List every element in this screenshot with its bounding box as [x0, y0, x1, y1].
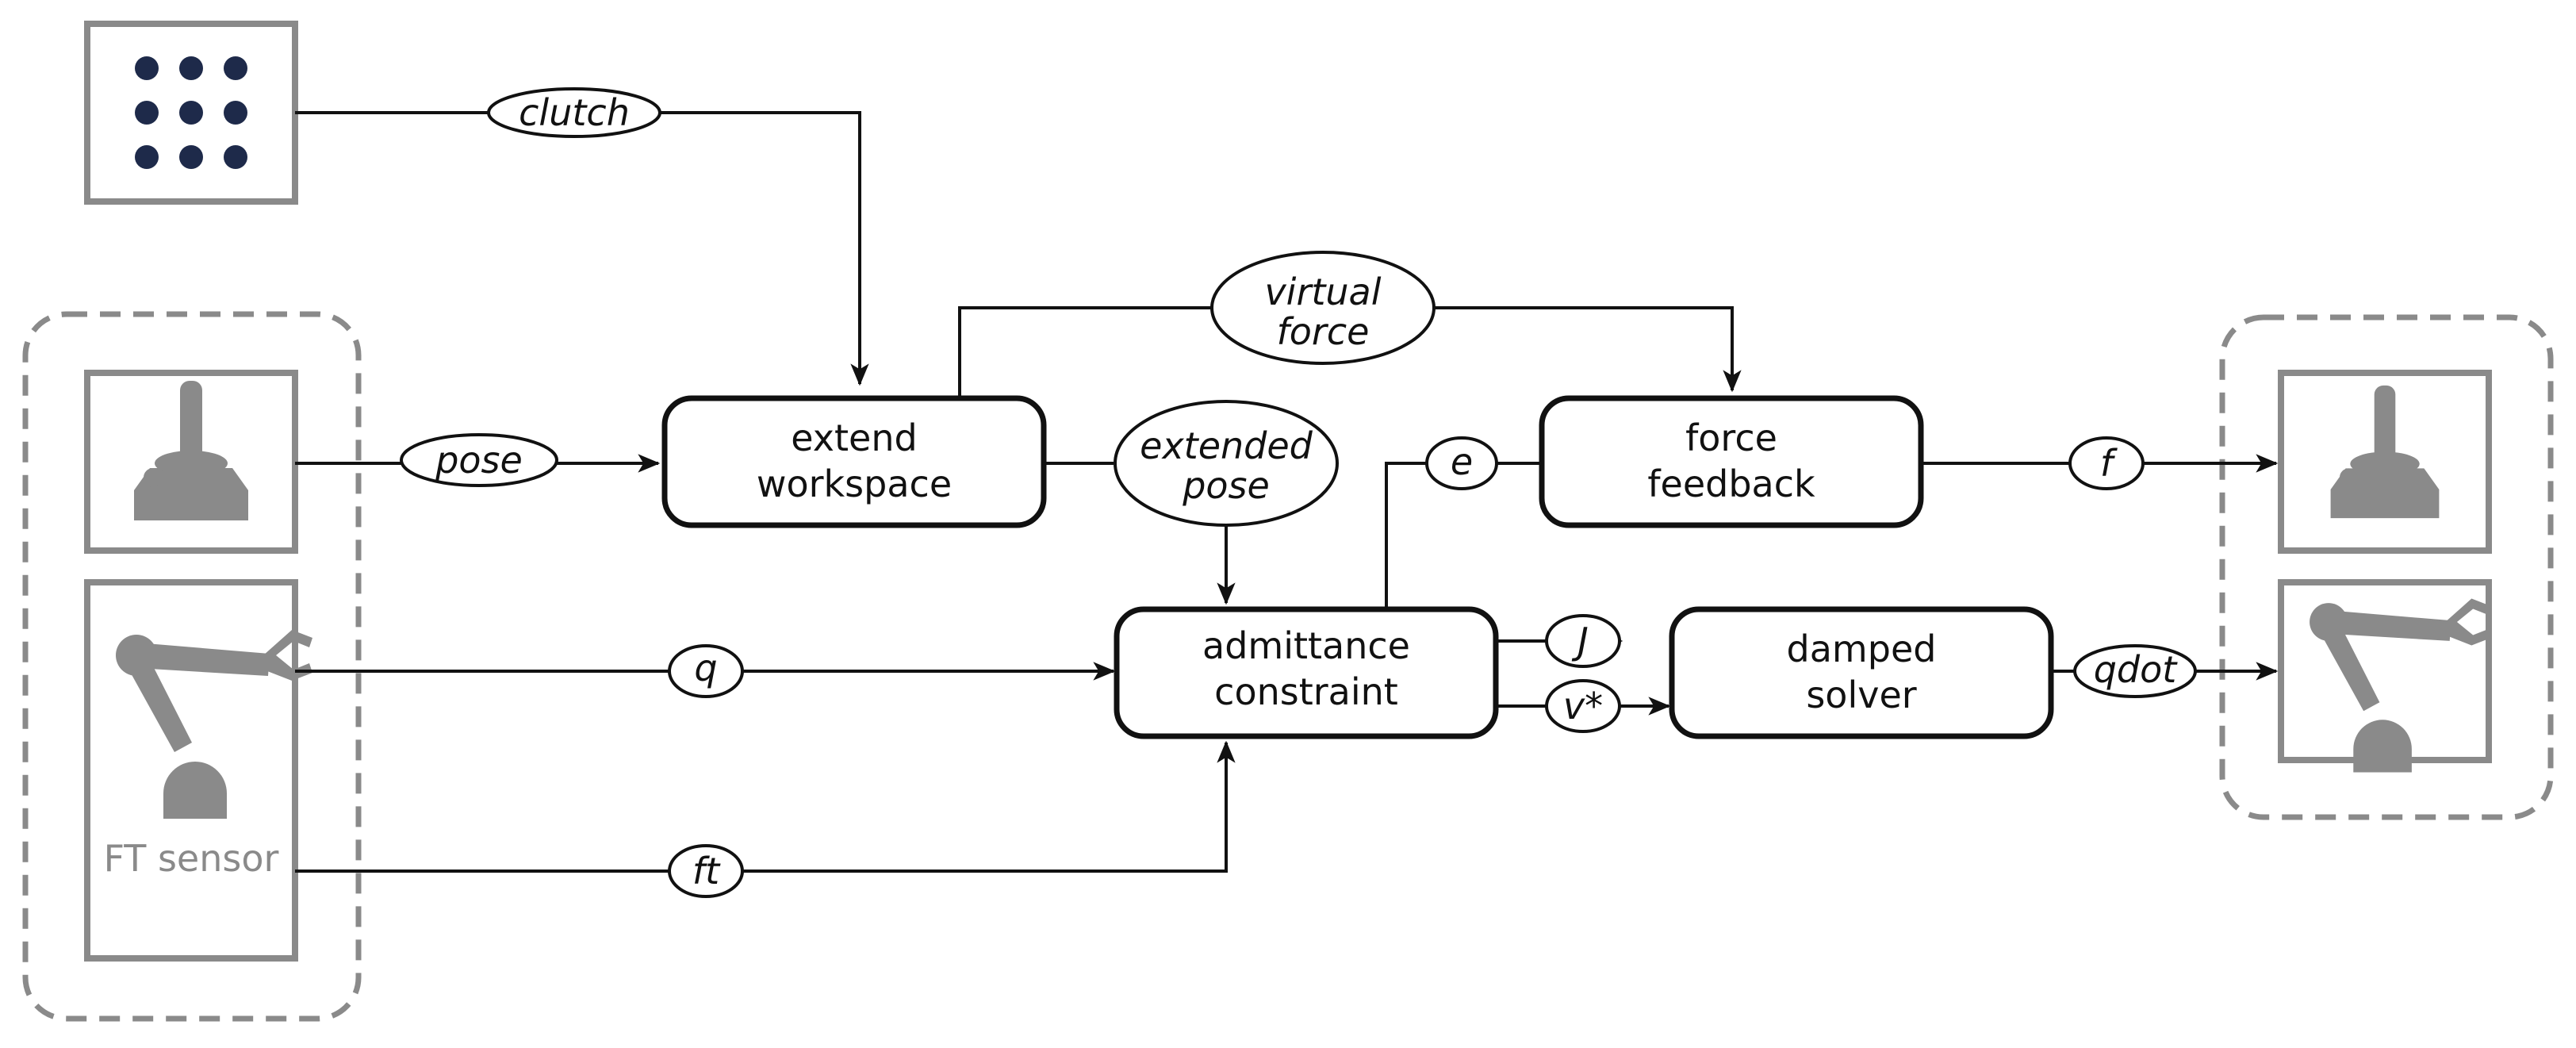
signal-virtual-force: virtual force — [1210, 251, 1436, 365]
signal-f: f — [2068, 436, 2145, 490]
keypad-device — [84, 21, 298, 205]
svg-text:qdot: qdot — [2094, 648, 2179, 691]
force-feedback-block: force feedback — [1539, 395, 1924, 528]
admittance-constraint-block: admittance constraint — [1114, 606, 1499, 739]
extend-workspace-block: extend workspace — [661, 395, 1047, 528]
svg-text:constraint: constraint — [1214, 670, 1398, 713]
signal-clutch: clutch — [487, 87, 661, 138]
svg-text:feedback: feedback — [1647, 463, 1815, 505]
svg-text:v*: v* — [1563, 685, 1603, 727]
svg-text:extend: extend — [791, 417, 917, 459]
svg-text:clutch: clutch — [519, 91, 630, 134]
svg-text:extended: extended — [1140, 424, 1313, 467]
keypad-icon — [135, 56, 247, 169]
output-joystick-device — [2278, 370, 2492, 554]
svg-text:workspace: workspace — [757, 463, 952, 505]
input-joystick-device — [84, 370, 298, 554]
signal-ft: ft — [668, 844, 744, 898]
svg-text:virtual: virtual — [1264, 271, 1381, 313]
svg-text:pose: pose — [1182, 464, 1270, 507]
svg-text:damped: damped — [1787, 628, 1937, 670]
damped-solver-block: damped solver — [1669, 606, 2054, 739]
svg-text:force: force — [1277, 310, 1370, 353]
signal-qdot: qdot — [2073, 644, 2197, 698]
ft-sensor-label: FT sensor — [104, 837, 279, 880]
signal-pose: pose — [400, 433, 558, 487]
signal-e: e — [1425, 436, 1498, 490]
svg-text:ft: ft — [692, 850, 721, 893]
svg-text:q: q — [694, 647, 717, 689]
output-robot-device — [2278, 579, 2492, 773]
signal-extended-pose: extended pose — [1114, 400, 1339, 527]
svg-text:admittance: admittance — [1202, 624, 1410, 667]
signal-j: J — [1545, 614, 1621, 668]
svg-text:e: e — [1451, 440, 1473, 483]
svg-text:force: force — [1685, 417, 1777, 459]
output-device-group — [2219, 314, 2554, 820]
svg-text:solver: solver — [1806, 674, 1916, 716]
signal-q: q — [668, 644, 744, 698]
signal-v-star: v* — [1545, 679, 1621, 733]
svg-text:pose: pose — [435, 439, 523, 482]
input-robot-ft-sensor-device: FT sensor — [84, 579, 312, 962]
